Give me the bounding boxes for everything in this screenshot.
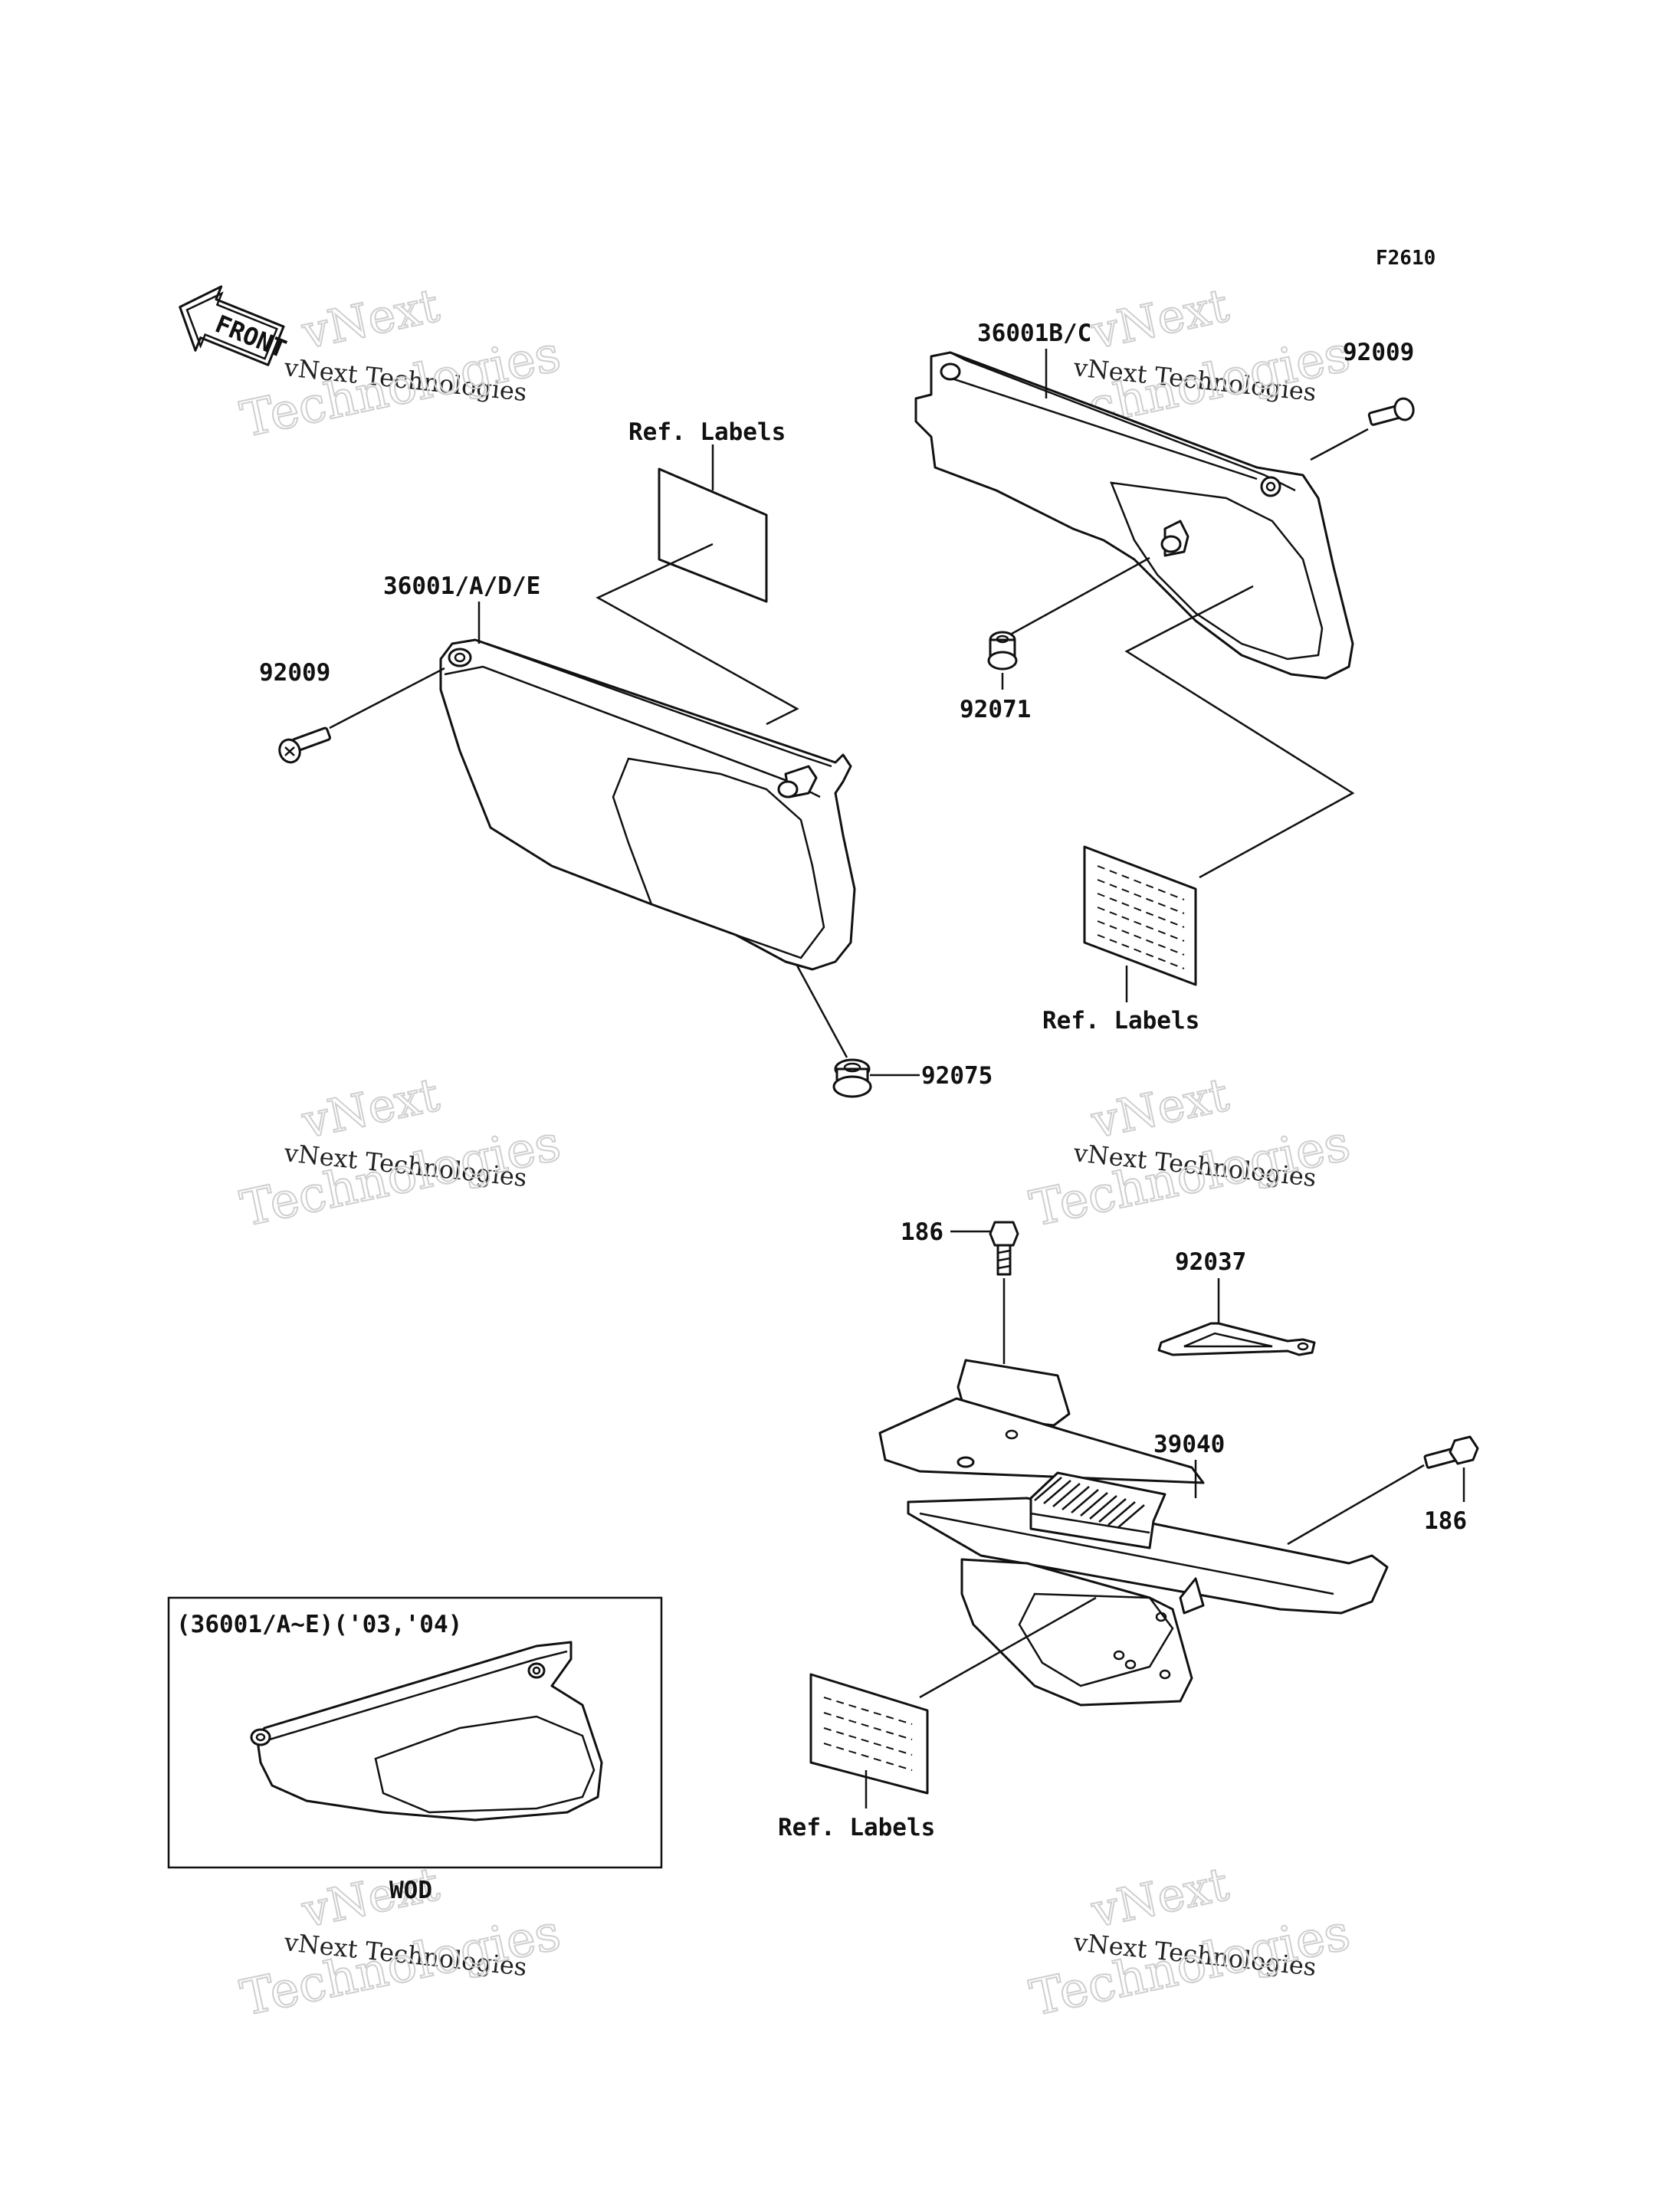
inset-side-cover [250, 1641, 603, 1822]
part-92075-label: 92075 [921, 1062, 993, 1090]
part-186-right-label: 186 [1424, 1507, 1467, 1535]
leader-186-right [1287, 1464, 1425, 1546]
ref-label-sheet-right [1083, 845, 1197, 986]
screw-92009-right-icon [1367, 397, 1415, 426]
part-36001-ade-label: 36001/A/D/E [383, 572, 540, 600]
ref-labels-top-label: Ref. Labels [628, 418, 786, 446]
svg-text:vNext: vNext [1087, 1858, 1233, 1939]
ref-labels-bottom-label: Ref. Labels [778, 1814, 935, 1841]
watermark-mid-left: vNext vNext Technologies Technologies [235, 1067, 566, 1239]
part-92037-label: 92037 [1175, 1248, 1246, 1276]
leader-ref-labels-top-2 [596, 543, 799, 726]
leader-92071 [1011, 556, 1150, 635]
watermark-bottom-right: vNext vNext Technologies Technologies [1025, 1857, 1356, 2028]
watermark-top-left: vNext vNext Technologies Technologies [235, 278, 566, 450]
leader-ref-labels-bottom [919, 1596, 1097, 1699]
figure-code: F2610 [1376, 247, 1436, 270]
ref-labels-right-label: Ref. Labels [1042, 1007, 1199, 1035]
side-cover-right [914, 351, 1354, 680]
leader-92075-2 [796, 965, 848, 1058]
screw-92009-left-icon [278, 726, 331, 764]
ref-label-sheet-top [658, 467, 768, 603]
svg-text:vNext: vNext [1087, 279, 1233, 360]
inset-box: (36001/A~E)('03,'04) [167, 1596, 663, 1869]
svg-text:vNext: vNext [297, 279, 444, 360]
svg-text:vNext: vNext [297, 1068, 444, 1149]
leader-92009-right [1310, 428, 1369, 461]
watermark-mid-right: vNext vNext Technologies Technologies [1025, 1067, 1356, 1239]
mudguard-39040 [878, 1359, 1389, 1707]
inset-title: (36001/A~E)('03,'04) [176, 1611, 462, 1638]
bolt-186-right-icon [1423, 1435, 1479, 1469]
ref-label-sheet-bottom [809, 1673, 929, 1795]
leader-92009-left [329, 667, 445, 730]
part-92009-left-label: 92009 [259, 659, 330, 687]
leader-ref-labels-right [1124, 585, 1355, 879]
part-92009-right-label: 92009 [1343, 339, 1414, 366]
part-36001-bc-label: 36001B/C [977, 320, 1091, 347]
svg-text:vNext: vNext [1087, 1068, 1233, 1149]
inset-caption: WOD [389, 1877, 432, 1904]
part-186-top-label: 186 [901, 1218, 943, 1246]
part-92071-label: 92071 [960, 696, 1031, 723]
side-cover-left [439, 638, 856, 971]
bracket-92037-icon [1157, 1322, 1316, 1356]
front-arrow-icon: FRONT [179, 285, 290, 366]
grommet-92075-icon [832, 1058, 872, 1098]
svg-text:Technologies: Technologies [1025, 1115, 1355, 1238]
bolt-186-top-icon [989, 1221, 1019, 1276]
svg-text:Technologies: Technologies [1025, 1904, 1355, 2027]
svg-text:Technologies: Technologies [236, 1115, 566, 1238]
svg-text:Technologies: Technologies [236, 1904, 566, 2027]
part-39040-label: 39040 [1153, 1431, 1225, 1458]
grommet-92071-icon [987, 631, 1018, 671]
